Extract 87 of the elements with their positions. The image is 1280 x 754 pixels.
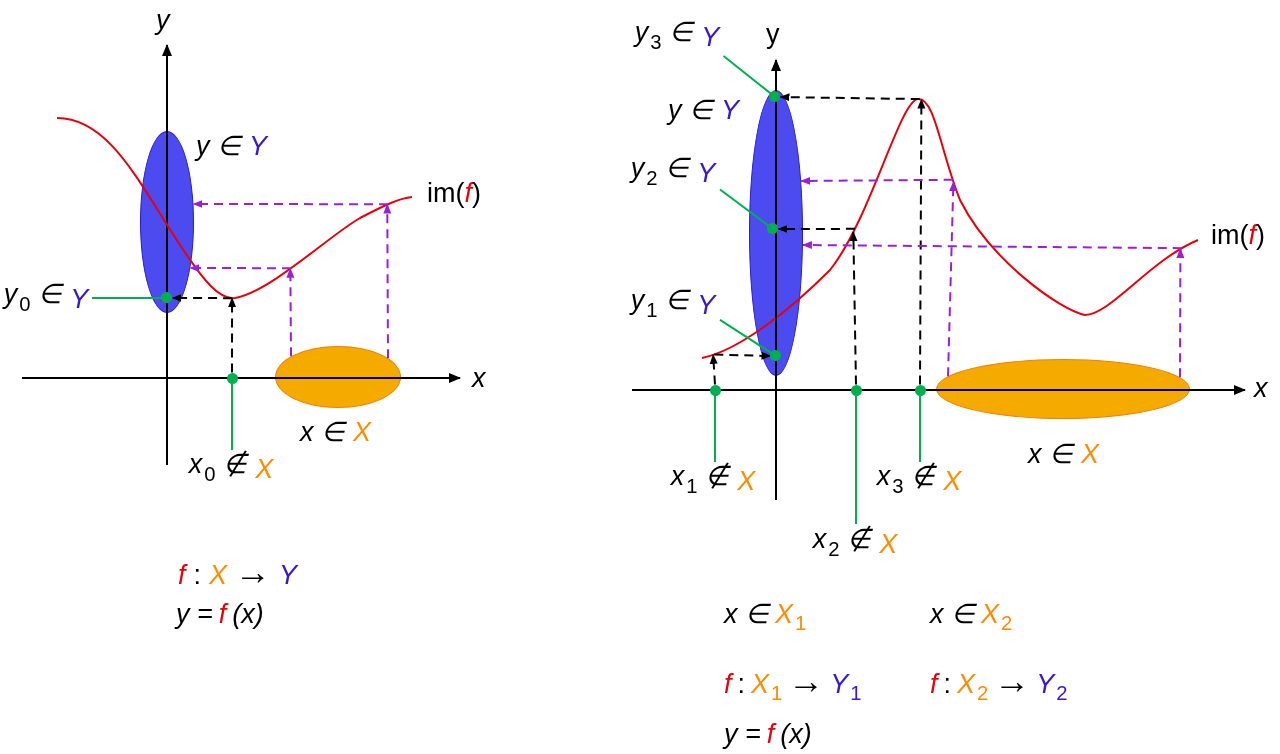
projection-arrow xyxy=(801,241,1183,250)
point-marker xyxy=(767,223,778,234)
leader-line xyxy=(855,394,857,525)
projection-arrow xyxy=(849,231,858,386)
math-text: f xyxy=(930,668,938,700)
math-text: y = xyxy=(724,718,761,750)
point-marker xyxy=(161,292,172,303)
math-text: y ∈ xyxy=(196,130,241,162)
projection-arrow xyxy=(947,181,958,378)
projection-arrow xyxy=(709,353,718,386)
point-marker xyxy=(769,91,780,102)
math-text: → xyxy=(788,665,825,697)
math-text: Y$_{2}$ xyxy=(1036,668,1068,707)
projection-arrow xyxy=(779,93,921,102)
math-text: → xyxy=(235,556,272,588)
math-text: f xyxy=(724,668,732,700)
math-text: x xyxy=(472,362,486,394)
math-text: Y xyxy=(279,559,298,591)
projection-arrow xyxy=(777,225,856,234)
math-text: : xyxy=(193,559,202,591)
math-text: X$_{1}$ xyxy=(775,598,807,637)
math-text: X xyxy=(737,465,756,497)
math-text: x$_{2}$ ∉ xyxy=(812,523,872,562)
point-marker xyxy=(226,372,238,384)
math-text: (x) xyxy=(232,598,264,630)
math-text: y$_{3}$ ∈ xyxy=(634,16,694,55)
leader-line xyxy=(231,382,233,451)
projection-arrow xyxy=(192,200,390,208)
math-text: im( xyxy=(427,177,465,209)
math-text: X$_{2}$ xyxy=(981,598,1013,637)
math-text: : xyxy=(737,668,746,700)
math-text: y = xyxy=(176,598,213,630)
projection-arrow xyxy=(800,176,954,185)
math-text: f xyxy=(766,718,775,750)
leader-line xyxy=(919,394,921,463)
projection-arrow xyxy=(189,264,293,272)
math-text: X xyxy=(943,465,962,497)
math-text: x ∈ xyxy=(930,598,975,630)
math-text: y$_{0}$ ∈ xyxy=(3,278,63,317)
math-text: X$_{2}$ xyxy=(957,668,989,707)
point-marker xyxy=(914,384,926,396)
math-text: x ∈ xyxy=(1028,438,1073,470)
math-text: Y xyxy=(721,94,740,126)
math-text: f xyxy=(178,559,186,591)
math-text: → xyxy=(994,665,1031,697)
math-text: X xyxy=(255,453,274,485)
math-text: x ∈ xyxy=(724,598,769,630)
math-text: : xyxy=(943,668,952,700)
math-text: x ∈ xyxy=(300,416,345,448)
math-text: Y xyxy=(701,21,720,53)
math-text: Y$_{1}$ xyxy=(830,668,862,707)
math-text: X xyxy=(353,416,372,448)
math-text: x xyxy=(1254,372,1268,404)
projection-arrow xyxy=(228,297,237,374)
math-text: y$_{1}$ ∈ xyxy=(630,284,690,323)
math-text: x$_{3}$ ∉ xyxy=(876,460,936,499)
math-text: f xyxy=(218,598,227,630)
leader-line xyxy=(719,318,773,354)
leader-line xyxy=(722,55,772,95)
math-text: X xyxy=(209,559,228,591)
math-text: X$_{1}$ xyxy=(751,668,783,707)
math-text: x$_{0}$ ∉ xyxy=(188,448,248,487)
leader-line xyxy=(714,394,716,463)
math-text: Y xyxy=(697,289,716,321)
math-text: X xyxy=(1081,438,1100,470)
math-text: y ∈ xyxy=(668,94,713,126)
math-text: Y xyxy=(70,283,89,315)
projection-arrow xyxy=(171,294,234,302)
math-text: im( xyxy=(1211,219,1249,251)
point-marker xyxy=(850,384,862,396)
math-text: Y xyxy=(697,157,716,189)
point-marker xyxy=(770,350,781,361)
projection-arrow xyxy=(383,203,392,360)
point-marker xyxy=(709,384,721,396)
math-text: Y xyxy=(249,130,268,162)
projection-arrow xyxy=(286,267,295,358)
math-text: (x) xyxy=(780,718,812,750)
projection-arrow xyxy=(713,351,772,360)
math-text: y$_{2}$ ∈ xyxy=(630,152,690,191)
leader-line xyxy=(91,297,163,299)
math-text: y xyxy=(156,4,170,36)
projection-arrow xyxy=(917,98,926,386)
leader-line xyxy=(719,188,770,227)
math-text: x$_{1}$ ∉ xyxy=(670,460,730,499)
math-text: y xyxy=(766,18,780,50)
projection-arrow xyxy=(1176,247,1185,379)
math-text: X xyxy=(879,528,898,560)
